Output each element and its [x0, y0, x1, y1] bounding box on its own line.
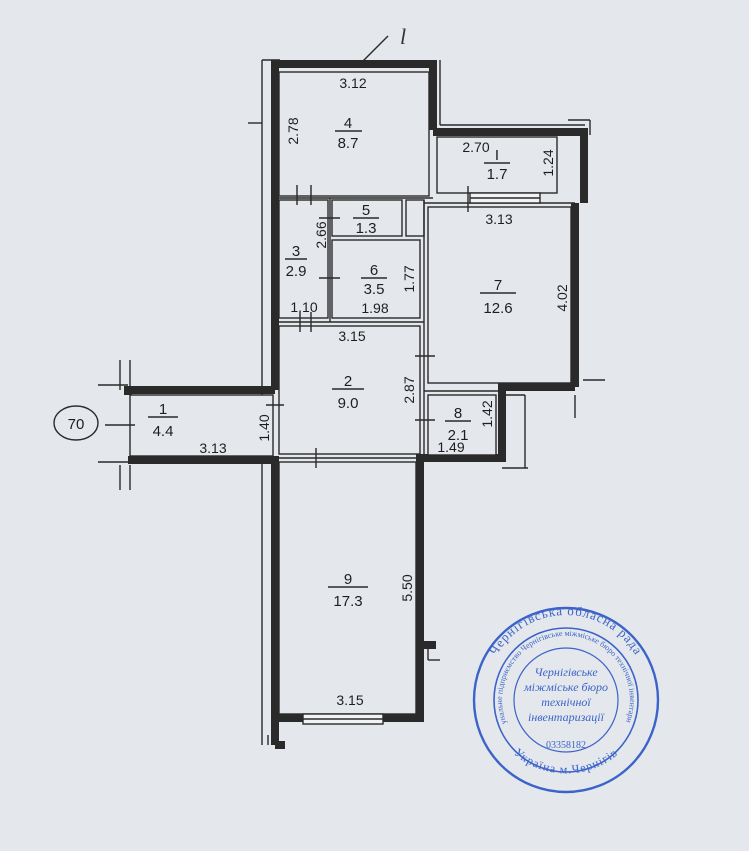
- room-2-number: 2: [344, 373, 352, 390]
- dim-r1-right: 1.40: [256, 414, 272, 441]
- room-6-number: 6: [370, 262, 378, 279]
- dimension-labels: 3.12 2.78 2.70 1.24 3.13 4.02 2.66 1.77 …: [199, 75, 570, 708]
- stamp: Чернігівська обласна рада Комунальне під…: [472, 603, 660, 794]
- room-5-number: 5: [362, 202, 370, 219]
- room-3-area: 2.9: [286, 263, 307, 280]
- dim-r3-bottom: 1.10: [290, 299, 317, 315]
- room-I-number: I: [495, 147, 499, 164]
- dim-r4-left: 2.78: [285, 117, 301, 144]
- room-6-outline: [331, 239, 421, 319]
- stamp-center-line-3: технічної: [541, 695, 591, 709]
- room-9-outline: [278, 461, 417, 715]
- room-2-area: 9.0: [338, 395, 359, 412]
- room-5-niche: [405, 199, 425, 237]
- room-3-number: 3: [292, 243, 300, 260]
- room-1-area: 4.4: [153, 423, 174, 440]
- room-4-outline: [278, 71, 430, 197]
- stamp-center-line-1: Чернігівське: [534, 665, 598, 679]
- dim-r5-left: 2.66: [313, 221, 329, 248]
- room-9-number: 9: [344, 571, 352, 588]
- dim-r9-bottom: 3.15: [336, 692, 363, 708]
- room-8-number: 8: [454, 405, 462, 422]
- windows: [302, 192, 541, 725]
- room-7-area: 12.6: [483, 300, 512, 317]
- room-I-outline: [436, 136, 558, 194]
- room-5-area: 1.3: [356, 220, 377, 237]
- stamp-center-line-4: інвентаризації: [528, 710, 605, 724]
- dim-r6-bottom: 1.98: [361, 300, 388, 316]
- room-2-outline: [278, 325, 421, 455]
- room-8-area: 2.1: [448, 427, 469, 444]
- room-9-area: 17.3: [333, 593, 362, 610]
- room-7-number: 7: [494, 277, 502, 294]
- dim-r8-right: 1.42: [479, 400, 495, 427]
- room-7-outline: [427, 206, 572, 384]
- dim-r4-top: 3.12: [339, 75, 366, 91]
- room-I-area: 1.7: [487, 166, 508, 183]
- dim-r2-top: 3.15: [338, 328, 365, 344]
- room-labels: 4 8.7 I 1.7 5 1.3 3 2.9 6 3.5 7 12.6 2 9…: [148, 115, 516, 610]
- stamp-center-line-2: міжміське бюро: [523, 680, 608, 694]
- room-8-outline: [427, 394, 497, 456]
- dim-r7-right: 4.02: [554, 284, 570, 311]
- exterior-walls: [124, 60, 588, 749]
- room-1-number: 1: [159, 401, 167, 418]
- dim-r1-bottom: 3.13: [199, 440, 226, 456]
- stamp-code: 03358182: [546, 740, 586, 751]
- room-4-area: 8.7: [338, 135, 359, 152]
- dim-r9-right: 5.50: [399, 574, 415, 601]
- dim-r2-right: 2.87: [401, 376, 417, 403]
- rooms: [129, 71, 575, 715]
- room-6-area: 3.5: [364, 281, 385, 298]
- sheet-number: 70: [68, 416, 85, 433]
- sheet-number-marker: 70: [53, 405, 99, 441]
- dim-r6-right: 1.77: [401, 265, 417, 292]
- room-4-number: 4: [344, 115, 352, 132]
- dim-r7-top: 3.13: [485, 211, 512, 227]
- handwritten-mark: l: [361, 24, 406, 63]
- handwritten-mark-text: l: [400, 24, 406, 49]
- dim-r8-bottom: 1.49: [437, 439, 464, 455]
- room-1-outline: [129, 394, 274, 457]
- dim-rI-right: 1.24: [540, 149, 556, 176]
- door-markers: [105, 185, 469, 468]
- dim-rI-top: 2.70: [462, 139, 489, 155]
